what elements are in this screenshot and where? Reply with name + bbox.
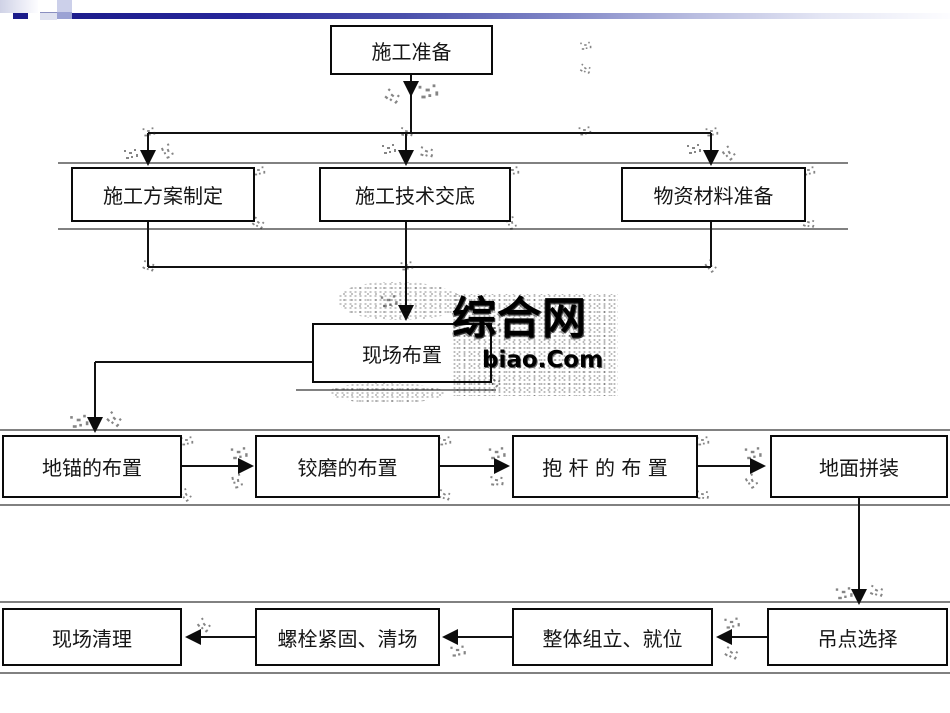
arrow-right-icon <box>750 458 766 474</box>
header-accent-square <box>57 0 72 19</box>
watermark-noise <box>338 282 463 320</box>
header-gradient-block <box>0 0 38 13</box>
node-label: 铰磨的布置 <box>297 456 398 480</box>
scan-artifact-line <box>58 162 848 164</box>
node-ground-assembly: 地面拼装 <box>770 435 948 498</box>
scan-artifact-line <box>0 429 950 431</box>
arrow-down-icon <box>87 417 103 433</box>
header-bar <box>40 13 950 19</box>
arrow-down-icon <box>398 305 414 321</box>
node-site-layout: 现场布置 <box>312 323 492 383</box>
node-construction-plan: 施工方案制定 <box>71 167 255 222</box>
arrow-left-icon <box>442 629 458 645</box>
header-small-square <box>13 13 28 19</box>
arrow-down-icon <box>398 150 414 166</box>
node-bolt-tightening: 螺栓紧固、清场 <box>255 608 440 666</box>
arrow-left-icon <box>185 629 201 645</box>
node-label: 地面拼装 <box>819 456 899 480</box>
node-pole-layout: 抱 杆 的 布 置 <box>512 435 698 498</box>
node-technical-disclosure: 施工技术交底 <box>319 167 511 222</box>
arrowheads <box>87 81 867 645</box>
node-label: 施工技术交底 <box>355 184 475 208</box>
header-light-segment <box>40 12 57 20</box>
arrow-right-icon <box>494 458 510 474</box>
node-label: 物资材料准备 <box>653 184 774 208</box>
watermark-noise <box>330 383 445 403</box>
scan-artifact-line <box>0 504 950 506</box>
scan-artifact-line <box>58 228 848 230</box>
node-lifting-point-selection: 吊点选择 <box>767 608 948 666</box>
arrow-right-icon <box>238 458 254 474</box>
node-label: 螺栓紧固、清场 <box>277 626 418 651</box>
node-label: 施工准备 <box>371 39 452 64</box>
watermark-cn-text: 综合网 <box>452 293 587 344</box>
node-label: 抱 杆 的 布 置 <box>542 456 668 480</box>
watermark: 综合网 biao.Com <box>452 293 618 396</box>
scan-artifact-line <box>0 601 950 603</box>
node-label: 施工方案制定 <box>103 184 223 208</box>
node-winch-layout: 铰磨的布置 <box>255 435 440 498</box>
connector-lines <box>94 75 860 638</box>
node-site-cleanup: 现场清理 <box>2 608 182 666</box>
node-label: 地锚的布置 <box>42 456 142 480</box>
scan-artifact-line <box>296 389 496 391</box>
node-construction-preparation: 施工准备 <box>330 25 493 75</box>
node-label: 吊点选择 <box>817 626 898 651</box>
arrow-down-icon <box>703 150 719 166</box>
arrow-down-icon <box>851 589 867 605</box>
node-label: 整体组立、就位 <box>542 626 683 651</box>
node-label: 现场布置 <box>362 342 442 367</box>
watermark-latin-text: biao.Com <box>482 346 604 373</box>
node-ground-anchor-layout: 地锚的布置 <box>2 435 182 498</box>
node-overall-assembly: 整体组立、就位 <box>512 608 713 666</box>
arrow-down-icon <box>403 81 419 97</box>
node-material-preparation: 物资材料准备 <box>621 167 806 222</box>
arrow-down-icon <box>140 150 156 166</box>
arrow-left-icon <box>716 629 732 645</box>
node-label: 现场清理 <box>52 626 132 651</box>
scan-artifact-line <box>0 672 950 674</box>
